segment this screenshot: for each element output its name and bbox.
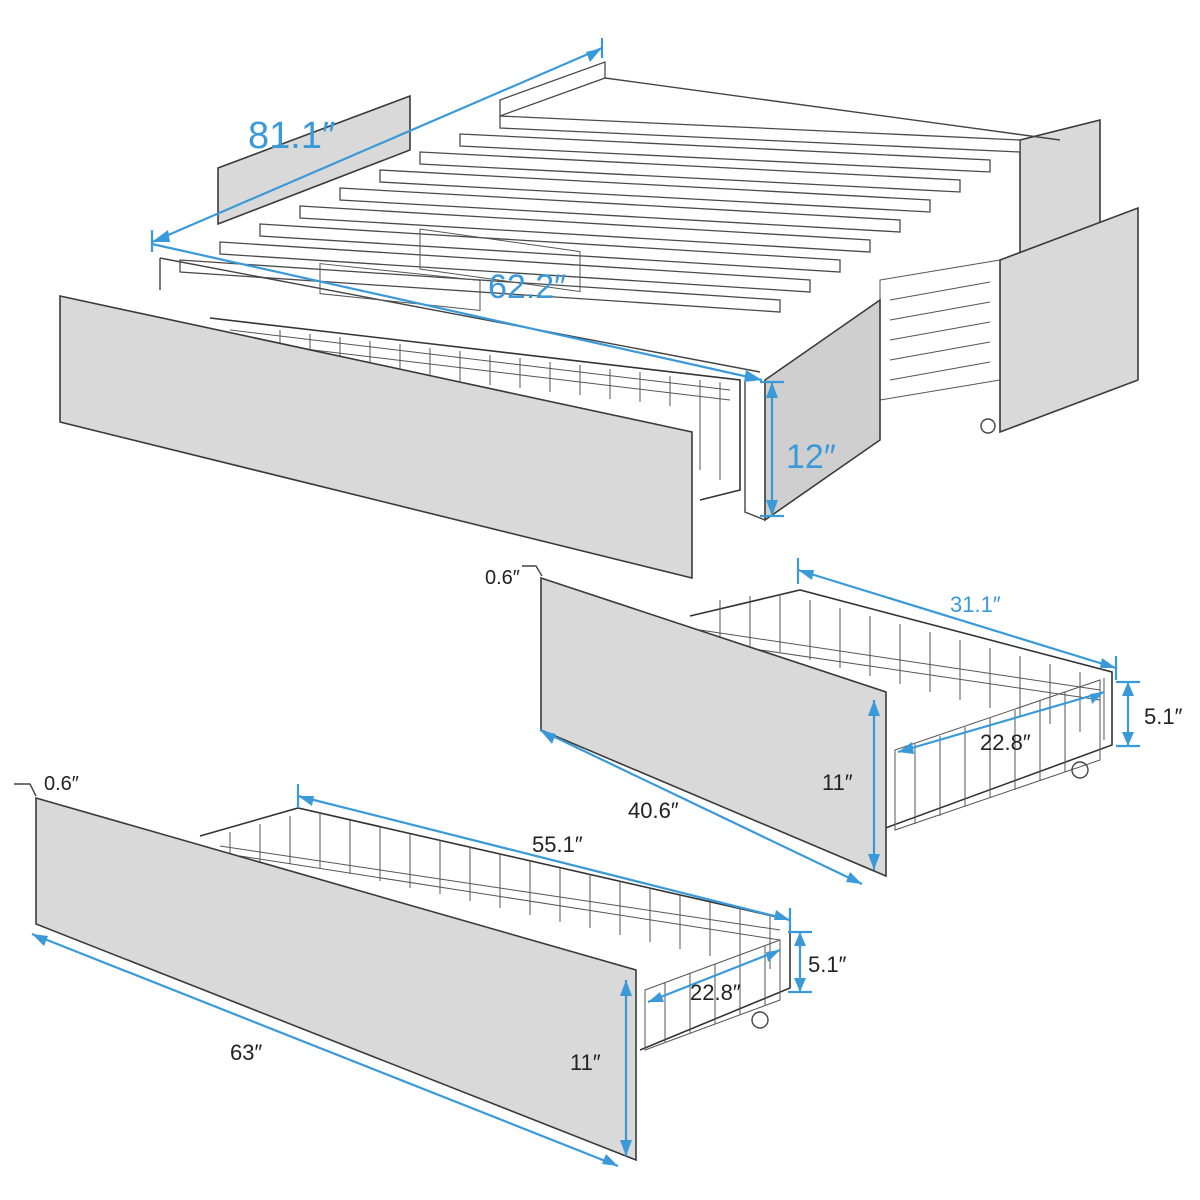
- dimension-small-drawer-panel-length: 40.6″: [539, 729, 863, 885]
- small-drawer-illustration: [540, 576, 1113, 878]
- bed-width-label: 62.2″: [488, 268, 566, 306]
- dimension-bed-width: 62.2″: [151, 242, 763, 382]
- bed-back-rail: [604, 77, 1061, 141]
- small-drawer-basket-depth-label: 22.8″: [980, 730, 1031, 755]
- large-drawer-panel-length-label: 63″: [230, 1040, 262, 1065]
- bed-height-label: 12″: [786, 438, 836, 476]
- small-drawer-panel-length-label: 40.6″: [628, 798, 679, 823]
- dimension-large-drawer-thickness: 0.6″: [14, 773, 79, 797]
- dimension-bed-length: 81.1″: [150, 38, 604, 252]
- dimension-large-drawer-basket-depth: 22.8″: [647, 948, 781, 1005]
- dimension-large-drawer-basket-height: 5.1″: [788, 930, 847, 994]
- large-drawer-illustration: [35, 796, 791, 1162]
- dimension-small-drawer-basket-depth: 22.8″: [897, 690, 1105, 755]
- small-drawer-panel: [540, 576, 887, 878]
- dimension-bed-height: 12″: [760, 380, 836, 518]
- dimension-small-drawer-basket-length: 31.1″: [796, 558, 1118, 680]
- large-drawer-thickness-label: 0.6″: [44, 773, 79, 795]
- dimension-large-drawer-panel-length: 63″: [31, 932, 619, 1168]
- bed-frame-illustration: [59, 61, 1139, 580]
- dimension-small-drawer-panel-height: 11″: [822, 700, 880, 870]
- bed-length-label: 81.1″: [248, 115, 335, 157]
- dimension-large-drawer-basket-length: 55.1″: [296, 784, 792, 932]
- bed-front-rail: [159, 257, 761, 373]
- bed-middle-end-panel: [764, 298, 881, 522]
- large-drawer-basket-depth-label: 22.8″: [690, 980, 741, 1005]
- large-drawer-basket-length-label: 55.1″: [532, 832, 583, 857]
- dimension-small-drawer-basket-height: 5.1″: [1116, 680, 1183, 748]
- large-drawer-panel-height-label: 11″: [570, 1050, 601, 1075]
- small-drawer-thickness-label: 0.6″: [485, 567, 520, 589]
- dimension-large-drawer-panel-height: 11″: [570, 980, 632, 1156]
- bed-front-drawer-basket: [209, 317, 741, 501]
- small-drawer-basket-height-label: 5.1″: [1144, 704, 1183, 729]
- large-drawer-panel: [35, 796, 637, 1162]
- large-drawer-basket-height-label: 5.1″: [808, 952, 847, 977]
- dimension-small-drawer-thickness: 0.6″: [485, 565, 543, 589]
- bed-right-drawer-front: [999, 206, 1139, 434]
- small-drawer-panel-height-label: 11″: [822, 770, 853, 795]
- bed-front-drawer-panel: [59, 295, 693, 580]
- small-drawer-basket-length-label: 31.1″: [950, 592, 1001, 617]
